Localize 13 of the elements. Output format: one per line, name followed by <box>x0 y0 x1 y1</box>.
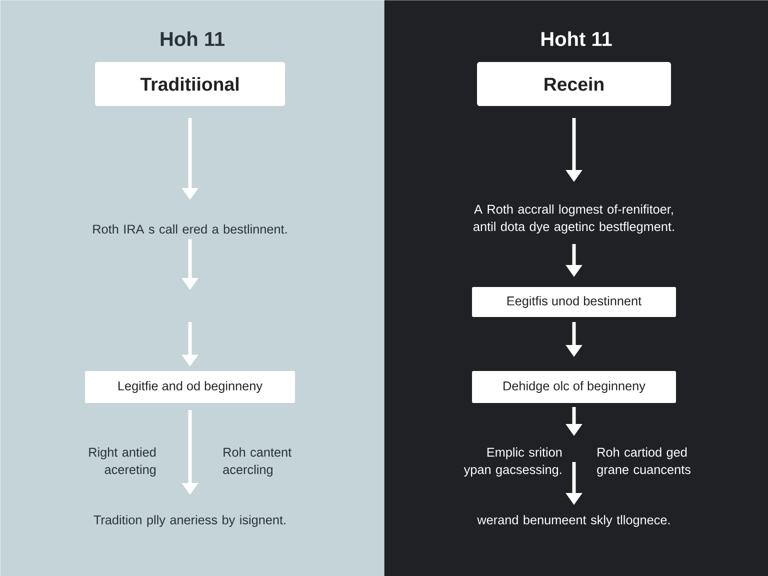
step-text: Right antied acereting <box>89 447 156 477</box>
step-text: A Roth accrall logmest of-renifitoer, antil dota dye agetinc bestflegment. <box>474 204 674 234</box>
process-box: Dehidge olc of beginneny <box>472 371 676 403</box>
step-text: Tradition plly aneriess by isignent. <box>94 515 286 527</box>
process-box: Legitfie and od beginneny <box>85 371 295 403</box>
step-text: werand benumeent skly tllognece. <box>477 515 670 527</box>
step-text: Emplic srition ypan gacsessing. <box>464 447 562 477</box>
step-text: Roh cantent acercling <box>223 447 292 477</box>
step-text: Roth IRA s call ered a bestlinnent. <box>93 224 287 234</box>
step-text: Roh cartiod ged grane cuancents <box>597 447 690 477</box>
title-box: Traditiional <box>95 62 285 106</box>
title-box: Recein <box>477 62 671 106</box>
process-box: Eegitfis unod bestinnent <box>472 287 676 317</box>
